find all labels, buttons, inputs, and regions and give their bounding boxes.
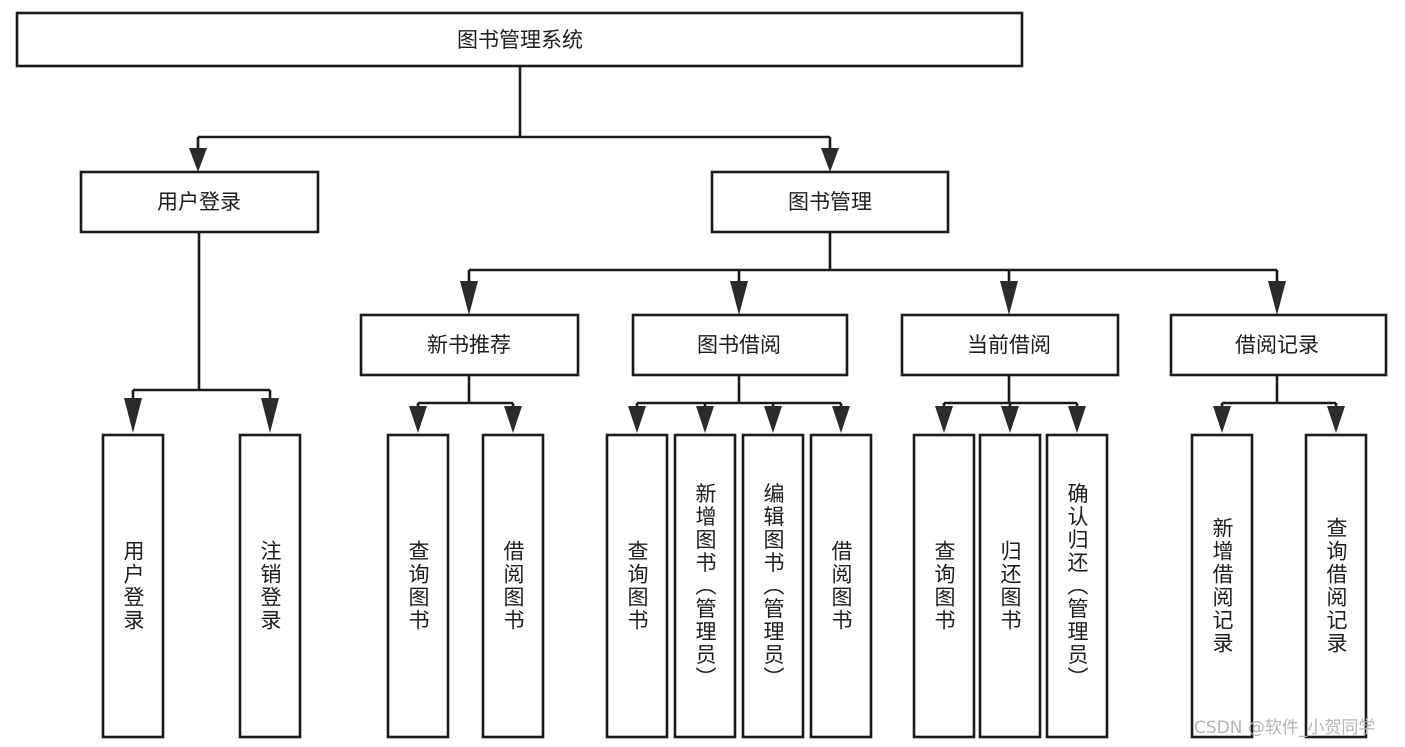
node-leaf-add-book-label: 新增图书（管理员）: [693, 483, 717, 690]
node-leaf-confirm-return[interactable]: 确认归还（管理员）: [1045, 433, 1109, 739]
arrow-head-leaf-borrow-book-2: [832, 406, 850, 433]
node-leaf-borrow-book-1-label: 借阅图书: [501, 540, 525, 632]
arrow-head-leaf-borrow-book-1: [504, 406, 522, 433]
node-leaf-add-record-label: 新增借阅记录: [1210, 517, 1234, 655]
arrow-head-leaf-query-book-2: [628, 406, 646, 433]
arrow-head-leaf-query-book-1: [409, 406, 427, 433]
node-book-manage-box[interactable]: [710, 170, 950, 234]
arrow-head-new-book-recommend: [460, 281, 478, 315]
node-leaf-query-book-1-box[interactable]: [386, 433, 450, 739]
csdn-watermark: CSDN @软件_小贺同学: [1194, 718, 1375, 738]
node-leaf-query-book-3[interactable]: 查询图书: [912, 433, 976, 739]
node-leaf-return-book[interactable]: 归还图书: [978, 433, 1042, 739]
node-new-book-recommend-label: 新书推荐: [427, 333, 511, 357]
node-book-borrow[interactable]: 图书借阅: [631, 313, 849, 377]
arrow-head-leaf-query-record: [1327, 406, 1345, 433]
arrow-head-book-borrow: [730, 281, 748, 315]
arrow-head-leaf-query-book-3: [935, 406, 953, 433]
node-leaf-query-record-box[interactable]: [1304, 433, 1368, 739]
node-borrow-record-box[interactable]: [1169, 313, 1388, 377]
node-leaf-edit-book-label: 编辑图书（管理员）: [761, 483, 785, 690]
node-leaf-user-logout-box[interactable]: [238, 433, 302, 739]
node-leaf-user-logout-label: 注销登录: [258, 540, 282, 632]
node-leaf-user-logout[interactable]: 注销登录: [238, 433, 302, 739]
arrow-head-leaf-user-logout: [261, 398, 279, 433]
node-leaf-add-book-box[interactable]: [673, 433, 737, 739]
node-book-borrow-label: 图书借阅: [697, 333, 781, 357]
node-borrow-record[interactable]: 借阅记录: [1169, 313, 1388, 377]
node-root-label: 图书管理系统: [457, 28, 583, 52]
node-book-manage[interactable]: 图书管理: [710, 170, 950, 234]
arrow-head-leaf-return-book: [1001, 406, 1019, 433]
node-leaf-query-book-3-label: 查询图书: [932, 540, 956, 632]
node-leaf-user-login-label: 用户登录: [121, 540, 145, 632]
arrow-head-leaf-edit-book: [764, 406, 782, 433]
node-leaf-add-record-box[interactable]: [1190, 433, 1254, 739]
node-leaf-return-book-label: 归还图书: [998, 540, 1022, 632]
node-root[interactable]: 图书管理系统: [15, 11, 1024, 68]
node-leaf-confirm-return-box[interactable]: [1045, 433, 1109, 739]
node-leaf-query-book-3-box[interactable]: [912, 433, 976, 739]
node-leaf-borrow-book-1-box[interactable]: [481, 433, 545, 739]
node-leaf-user-login[interactable]: 用户登录: [101, 433, 165, 739]
node-leaf-edit-book[interactable]: 编辑图书（管理员）: [741, 433, 805, 739]
node-leaf-query-record-label: 查询借阅记录: [1324, 517, 1348, 655]
node-leaf-query-book-2-box[interactable]: [605, 433, 669, 739]
arrow-head-leaf-user-login: [124, 398, 142, 433]
arrow-head-current-borrow: [1000, 281, 1018, 315]
node-leaf-add-book[interactable]: 新增图书（管理员）: [673, 433, 737, 739]
node-user-login-box[interactable]: [79, 170, 320, 234]
arrow-head-borrow-record: [1268, 281, 1286, 315]
node-user-login-label: 用户登录: [157, 190, 241, 214]
arrow-head-leaf-add-record: [1213, 406, 1231, 433]
arrow-head-leaf-confirm-return: [1068, 406, 1086, 433]
node-leaf-borrow-book-1[interactable]: 借阅图书: [481, 433, 545, 739]
connector-layer: [124, 66, 1345, 433]
node-leaf-add-record[interactable]: 新增借阅记录: [1190, 433, 1254, 739]
node-current-borrow-box[interactable]: [900, 313, 1120, 377]
arrow-head-book-manage: [821, 148, 839, 172]
node-leaf-return-book-box[interactable]: [978, 433, 1042, 739]
node-leaf-query-book-2-label: 查询图书: [625, 540, 649, 632]
node-new-book-recommend[interactable]: 新书推荐: [359, 313, 580, 377]
node-leaf-borrow-book-2-label: 借阅图书: [829, 540, 853, 632]
node-borrow-record-label: 借阅记录: [1235, 333, 1319, 357]
node-leaf-query-book-1[interactable]: 查询图书: [386, 433, 450, 739]
arrow-head-user-login: [189, 148, 207, 172]
node-leaf-borrow-book-2[interactable]: 借阅图书: [809, 433, 873, 739]
node-new-book-recommend-box[interactable]: [359, 313, 580, 377]
node-book-manage-label: 图书管理: [788, 190, 872, 214]
node-current-borrow-label: 当前借阅: [967, 333, 1051, 357]
node-leaf-query-book-1-label: 查询图书: [406, 540, 430, 632]
node-user-login[interactable]: 用户登录: [79, 170, 320, 234]
node-leaf-query-record[interactable]: 查询借阅记录: [1304, 433, 1368, 739]
node-root-box[interactable]: [15, 11, 1024, 68]
arrow-head-leaf-add-book: [696, 406, 714, 433]
node-book-borrow-box[interactable]: [631, 313, 849, 377]
node-leaf-query-book-2[interactable]: 查询图书: [605, 433, 669, 739]
node-current-borrow[interactable]: 当前借阅: [900, 313, 1120, 377]
node-leaf-borrow-book-2-box[interactable]: [809, 433, 873, 739]
node-leaf-user-login-box[interactable]: [101, 433, 165, 739]
node-leaf-confirm-return-label: 确认归还（管理员）: [1065, 483, 1089, 690]
node-leaf-edit-book-box[interactable]: [741, 433, 805, 739]
